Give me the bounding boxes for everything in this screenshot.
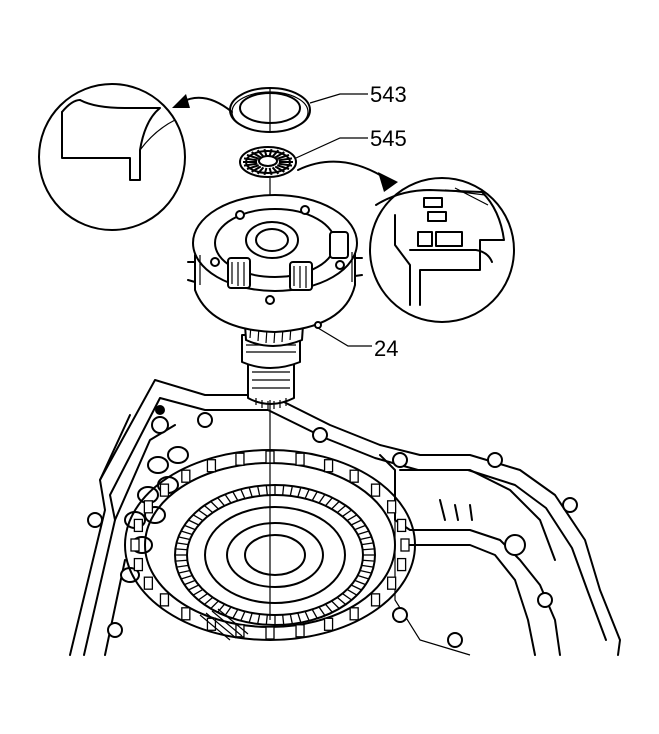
arrow-545-to-detail <box>297 160 386 179</box>
arrow-543-to-detail <box>181 96 233 113</box>
callout-24: 24 <box>374 336 398 361</box>
detail-view-washer-section <box>38 83 186 231</box>
leader-545 <box>295 137 368 159</box>
leader-543 <box>309 93 368 104</box>
leader-24 <box>317 327 372 347</box>
detail-view-bearing-section <box>369 177 515 323</box>
callout-545: 545 <box>370 126 407 151</box>
callout-543: 543 <box>370 82 407 107</box>
transmission-case <box>69 379 621 656</box>
thrust-bearing-545 <box>239 146 297 178</box>
planetary-carrier-24 <box>187 194 363 409</box>
ring-gear-teeth <box>175 485 375 625</box>
